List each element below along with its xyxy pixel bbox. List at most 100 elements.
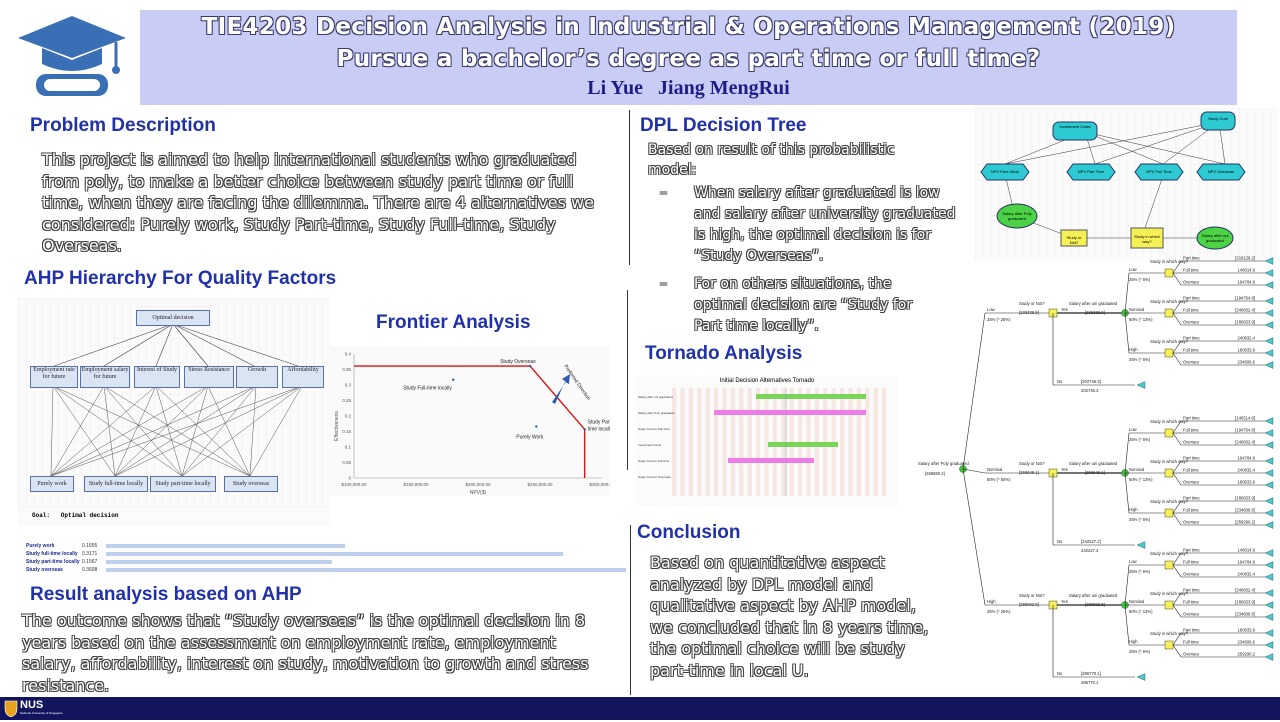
y-tick-label: 0.4 — [345, 352, 352, 357]
tornado-row-label: Salary after uni graduated — [638, 395, 673, 399]
terminal-node — [1264, 297, 1274, 305]
tree-label: Study in which way? — [1150, 339, 1189, 344]
tree-label: 240832.4 — [1238, 468, 1256, 473]
tree-label: Low — [987, 307, 996, 312]
tree-label: 25% (* 6%) — [1129, 357, 1151, 362]
tree-label: No — [1057, 539, 1063, 544]
node-salary-poly: Salary after Poly graduated — [1002, 211, 1032, 221]
node-study-cost: Study Cost — [1208, 116, 1228, 121]
tree-label: Nominal — [1129, 599, 1144, 604]
tree-label: Study in which way? — [1150, 459, 1189, 464]
tree-label: Salary after uni graduated — [1069, 301, 1118, 306]
ahp-criterion-growth: Growth — [236, 366, 278, 388]
ahp-criterion-stress: Stress Resistance — [184, 366, 234, 388]
tornado-stripe — [714, 388, 719, 496]
decision-node — [1164, 560, 1174, 570]
data-point — [452, 378, 455, 381]
problem-heading: Problem Description — [30, 115, 216, 136]
tree-edge — [1172, 512, 1182, 526]
terminal-node — [1136, 541, 1146, 549]
tornado-stripe — [688, 388, 693, 496]
x-tick-label: $300,000.00 — [589, 482, 610, 487]
divider — [630, 525, 631, 695]
tree-label: 25% (* 25%) — [987, 317, 1011, 322]
dpl-bullet-2: For on others situations, the optimal de… — [694, 276, 913, 334]
terminal-node — [1264, 497, 1274, 505]
tree-label: Nominal — [1129, 307, 1144, 312]
graduation-cap-icon — [14, 12, 132, 102]
tornado-stripe — [840, 388, 845, 496]
tornado-row-label: Salary after Poly graduated — [638, 411, 675, 415]
tornado-bar — [728, 458, 814, 463]
terminal-node — [1264, 337, 1274, 345]
bullet-dash: – — [660, 185, 667, 201]
tree-label: 242227.2 — [1081, 548, 1099, 553]
tree-label: High — [1129, 507, 1138, 512]
tree-label: Yes — [1061, 307, 1068, 312]
tree-label: Oversea — [1183, 360, 1199, 365]
terminal-node — [1264, 561, 1274, 569]
node-npv-part-time: NPV Part Time — [1077, 169, 1105, 174]
tree-label: Full time — [1183, 268, 1199, 273]
ahp-criterion-employment-salary: Employment salary for future — [80, 366, 130, 388]
divider — [627, 290, 628, 470]
terminal-node — [1264, 549, 1274, 557]
x-axis-label: NPV($) — [470, 490, 487, 496]
nus-crest-icon — [4, 700, 18, 718]
node-study-which-way: Study in which way? — [1134, 234, 1160, 244]
tree-label: 50% (* 13%) — [1129, 609, 1153, 614]
preferred-direction-arrow — [552, 374, 570, 404]
tree-label: Full time — [1183, 468, 1199, 473]
authors: Li Yue Jiang MengRui — [587, 77, 790, 99]
tornado-stripe — [756, 388, 761, 496]
tree-label: 50% (* 13%) — [1129, 317, 1153, 322]
tree-label: Low — [1129, 427, 1138, 432]
point-label: Purely Work — [516, 435, 544, 441]
tree-label: [180633.9] — [1235, 600, 1255, 605]
ahp-goal-caption: Goal: Optimal decision — [32, 512, 119, 519]
tree-label: [266860.2] — [925, 471, 945, 476]
terminal-node — [1264, 309, 1274, 317]
tree-label: 180633.9 — [1238, 480, 1256, 485]
ahp-criterion-employment-rate: Employment rate for future — [30, 366, 78, 388]
tree-label: Study in which way? — [1150, 419, 1189, 424]
tree-label: No — [1057, 671, 1063, 676]
tree-label: Part time — [1183, 456, 1200, 461]
tree-label: Oversea — [1183, 480, 1199, 485]
result-label: Purely work — [26, 543, 55, 549]
tree-edge — [962, 468, 986, 606]
tornado-bar — [768, 442, 838, 447]
problem-text: This project is aimed to help internatio… — [42, 150, 594, 255]
tornado-stripe — [873, 388, 878, 496]
tree-label: 148014.6 — [1238, 548, 1256, 553]
data-point — [583, 428, 586, 431]
tornado-heading: Tornado Analysis — [645, 343, 803, 364]
node-salary-uni: Salary after uni graduated — [1201, 233, 1229, 243]
tree-label: Full time — [1183, 428, 1199, 433]
tree-label: Part time — [1183, 416, 1200, 421]
tree-label: 202746.3 — [1081, 388, 1099, 393]
terminal-node — [1264, 613, 1274, 621]
tree-label: [266646.1] — [1085, 470, 1105, 475]
tornado-stripe — [705, 388, 710, 496]
decision-node — [1164, 268, 1174, 278]
poster-subtitle: Pursue a bachelor’s degree as part time … — [336, 46, 1041, 72]
tree-label: 50% (* 13%) — [1129, 477, 1153, 482]
tree-label: Full time — [1183, 348, 1199, 353]
point-label: Study Full-time locally — [403, 386, 452, 392]
result-label: Study part-time locally — [26, 559, 80, 565]
poster-title: TIE4203 Decision Analysis in Industrial … — [201, 14, 1176, 40]
tree-edge — [1124, 432, 1130, 474]
y-tick-label: 0.3 — [345, 383, 352, 388]
terminal-node — [1264, 469, 1274, 477]
result-label: Study overseas — [26, 567, 63, 573]
y-tick-label: 0.15 — [342, 429, 351, 434]
tree-label: [236336.9] — [1019, 310, 1039, 315]
tree-label: [180633.9] — [1235, 496, 1255, 501]
bullet-dash: – — [660, 276, 667, 292]
tree-label: Salary after uni graduated — [1069, 461, 1118, 466]
terminal-node — [1264, 521, 1274, 529]
tree-label: Part time — [1183, 256, 1200, 261]
tree-label: [242227.2] — [1081, 539, 1101, 544]
